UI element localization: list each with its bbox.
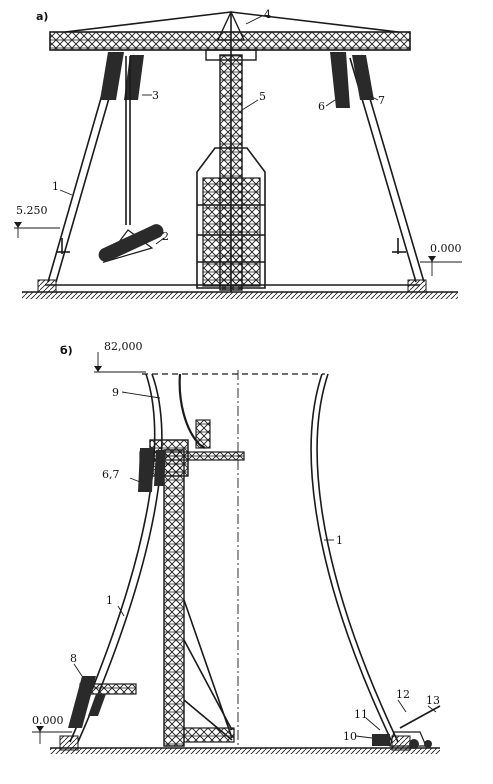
panel-label-a: а) (36, 10, 48, 23)
callout-b-10: 10 (343, 730, 357, 743)
elev-label-0000-a: 0.000 (430, 242, 462, 255)
callout-b-13: 13 (426, 694, 440, 707)
panel-label-b: б) (60, 344, 73, 357)
central-tower-a (196, 14, 266, 292)
elevation-0000-a: 0.000 (420, 242, 462, 276)
callout-b-11: 11 (354, 708, 368, 721)
callout-a-2: 2 (162, 230, 169, 243)
left-strut-a (47, 52, 164, 283)
elevation-5250: 5.250 (14, 204, 60, 238)
callout-a-5: 5 (259, 90, 266, 103)
elev-label-5250: 5.250 (16, 204, 48, 217)
right-strut-a (330, 52, 425, 283)
elev-label-0000-b: 0.000 (32, 714, 64, 727)
figure-b: б) 82,000 0.000 (32, 340, 441, 754)
tower-crane-b (138, 419, 245, 747)
top-truss-a (49, 10, 411, 61)
tower-shell (69, 370, 399, 748)
callout-a-3: 3 (152, 89, 159, 102)
callout-b-9: 9 (112, 386, 119, 399)
callouts-a: 1 2 3 4 5 6 7 (52, 8, 385, 245)
callout-a-6: 6 (318, 100, 325, 113)
callout-b-8: 8 (70, 652, 77, 665)
callout-b-1-left: 1 (106, 594, 113, 607)
callout-a-4: 4 (264, 8, 271, 21)
callout-b-6-7: 6,7 (102, 468, 120, 481)
elevation-82000: 82,000 (94, 340, 146, 373)
figure-a: а) (14, 8, 462, 299)
callout-b-1-right: 1 (336, 534, 343, 547)
callouts-b: 1 1 6,7 8 9 10 11 12 13 (70, 386, 440, 743)
elev-label-82000: 82,000 (104, 340, 143, 353)
lower-carriage-b (68, 676, 137, 728)
callout-a-1: 1 (52, 180, 59, 193)
callout-a-7: 7 (378, 94, 385, 107)
callout-b-12: 12 (396, 688, 410, 701)
